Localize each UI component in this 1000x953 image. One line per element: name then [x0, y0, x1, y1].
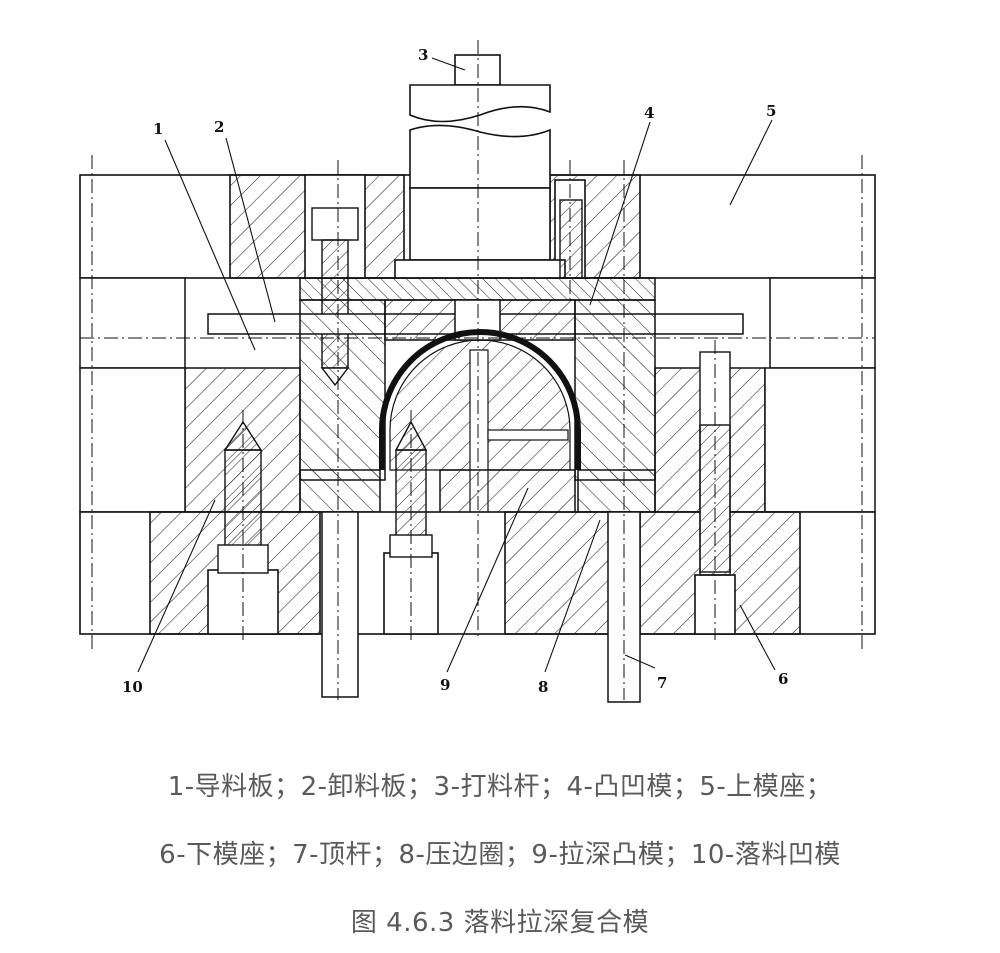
legend-line-2: 6-下模座；7-顶杆；8-压边圈；9-拉深凸模；10-落料凹模	[159, 840, 841, 870]
die-assembly-drawing: 1 2 3 4 5 6 7 8 9 10	[79, 40, 876, 703]
callout-1: 1	[153, 120, 163, 138]
callout-9: 9	[440, 676, 450, 694]
callout-4: 4	[644, 104, 654, 122]
callout-8: 8	[538, 678, 548, 696]
callout-2: 2	[214, 118, 224, 136]
leader-lines	[137, 57, 776, 673]
callout-6: 6	[778, 670, 788, 688]
callout-7: 7	[657, 674, 667, 692]
ejector-pins	[321, 511, 641, 703]
blank-holder	[299, 469, 656, 513]
lower-die-base	[79, 511, 876, 635]
legend-line-1: 1-导料板；2-卸料板；3-打料杆；4-凸凹模；5-上模座；	[167, 772, 833, 802]
figure-title: 图 4.6.3 落料拉深复合模	[350, 908, 650, 938]
center-lines	[80, 40, 875, 700]
callout-10: 10	[122, 678, 143, 696]
callout-5: 5	[766, 102, 776, 120]
knockout-rod	[394, 54, 566, 279]
callout-labels: 1 2 3 4 5 6 7 8 9 10	[122, 46, 788, 696]
callout-3: 3	[418, 46, 428, 64]
